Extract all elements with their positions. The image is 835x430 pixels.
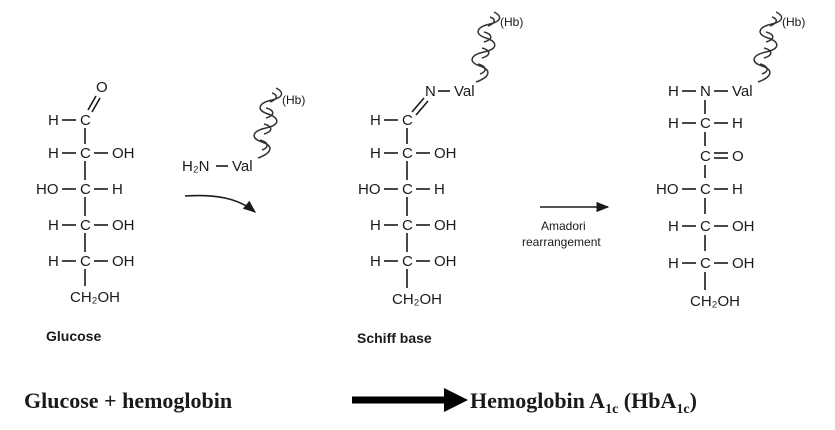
glucose-row4-left: H	[48, 253, 59, 270]
amine-label: H₂N	[182, 158, 210, 175]
product-row2-right: OH	[732, 218, 755, 235]
amine-reagent: H₂N Val (Hb)	[182, 87, 305, 213]
summary-right: Hemoglobin A1c (HbA1c)	[470, 388, 697, 417]
schiff-row1-left: H	[370, 145, 381, 162]
product-row3-right: OH	[732, 255, 755, 272]
bond	[411, 97, 425, 113]
glucose-structure: H C O H C OH HO C H H C OH H C OH	[36, 79, 135, 344]
glucose-row4-c: C	[80, 253, 91, 270]
product-keto-c: C	[700, 148, 711, 165]
schiff-top-c: C	[402, 112, 413, 129]
glucose-top-h: H	[48, 112, 59, 129]
product-row1-left: HO	[656, 181, 679, 198]
glucose-top-o: O	[96, 79, 108, 96]
schiff-row3-left: H	[370, 217, 381, 234]
product-row1-right: H	[732, 181, 743, 198]
schiff-row1-right: OH	[434, 145, 457, 162]
product-top-r: H	[732, 115, 743, 132]
summary-arrow-head	[444, 388, 468, 412]
amadori-line1: Amadori	[541, 219, 586, 233]
schiff-row2-right: H	[434, 181, 445, 198]
schiff-row4-c: C	[402, 253, 413, 270]
glucose-top-c: C	[80, 112, 91, 129]
bond	[415, 100, 429, 116]
glucose-ch2oh: CH₂OH	[70, 289, 120, 306]
glucose-row3-c: C	[80, 217, 91, 234]
schiff-n-label: N	[425, 83, 436, 100]
schiff-row2-c: C	[402, 181, 413, 198]
hb-label: (Hb)	[282, 93, 305, 107]
glucose-row3-left: H	[48, 217, 59, 234]
glucose-caption: Glucose	[46, 328, 101, 344]
product-link-n: N	[700, 83, 711, 100]
bond	[91, 97, 101, 113]
schiff-ch2oh: CH₂OH	[392, 291, 442, 308]
bond	[87, 95, 97, 111]
schiff-row3-right: OH	[434, 217, 457, 234]
schiff-base-structure: (Hb) N Val H C H C OH HO C H H C OH H C	[357, 11, 523, 346]
product-row1-c: C	[700, 181, 711, 198]
reaction-arrow-1	[184, 194, 256, 213]
product-row3-left: H	[668, 255, 679, 272]
valine-label: Val	[232, 158, 253, 175]
glucose-row2-right: H	[112, 181, 123, 198]
glucose-row1-left: H	[48, 145, 59, 162]
product-hb-label: (Hb)	[782, 15, 805, 29]
schiff-top-h: H	[370, 112, 381, 129]
glucose-row1-right: OH	[112, 145, 135, 162]
glucose-row3-right: OH	[112, 217, 135, 234]
summary-equation: Glucose + hemoglobin Hemoglobin A1c (HbA…	[24, 388, 697, 417]
glucose-row4-right: OH	[112, 253, 135, 270]
schiff-val-label: Val	[454, 83, 475, 100]
schiff-hb-label: (Hb)	[500, 15, 523, 29]
schiff-row3-c: C	[402, 217, 413, 234]
schiff-row2-left: HO	[358, 181, 381, 198]
product-top-c: C	[700, 115, 711, 132]
product-row2-left: H	[668, 218, 679, 235]
schiff-row1-c: C	[402, 145, 413, 162]
product-ch2oh: CH₂OH	[690, 293, 740, 310]
product-row2-c: C	[700, 218, 711, 235]
amadori-step: Amadori rearrangement	[522, 201, 610, 249]
schiff-helix-icon	[471, 11, 501, 83]
schiff-row4-right: OH	[434, 253, 457, 270]
hemoglobin-helix-icon	[253, 87, 283, 159]
schiff-row4-left: H	[370, 253, 381, 270]
product-structure: (Hb) H N Val H C H C O HO C H H C OH H C	[656, 11, 805, 310]
product-link-h: H	[668, 83, 679, 100]
amadori-line2: rearrangement	[522, 235, 601, 249]
glucose-row2-left: HO	[36, 181, 59, 198]
summary-left: Glucose + hemoglobin	[24, 388, 232, 413]
product-helix-icon	[753, 11, 783, 83]
glucose-row1-c: C	[80, 145, 91, 162]
glucose-row2-c: C	[80, 181, 91, 198]
product-link-val: Val	[732, 83, 753, 100]
product-top-h: H	[668, 115, 679, 132]
schiff-caption: Schiff base	[357, 330, 432, 346]
product-keto-o: O	[732, 148, 744, 165]
product-row3-c: C	[700, 255, 711, 272]
